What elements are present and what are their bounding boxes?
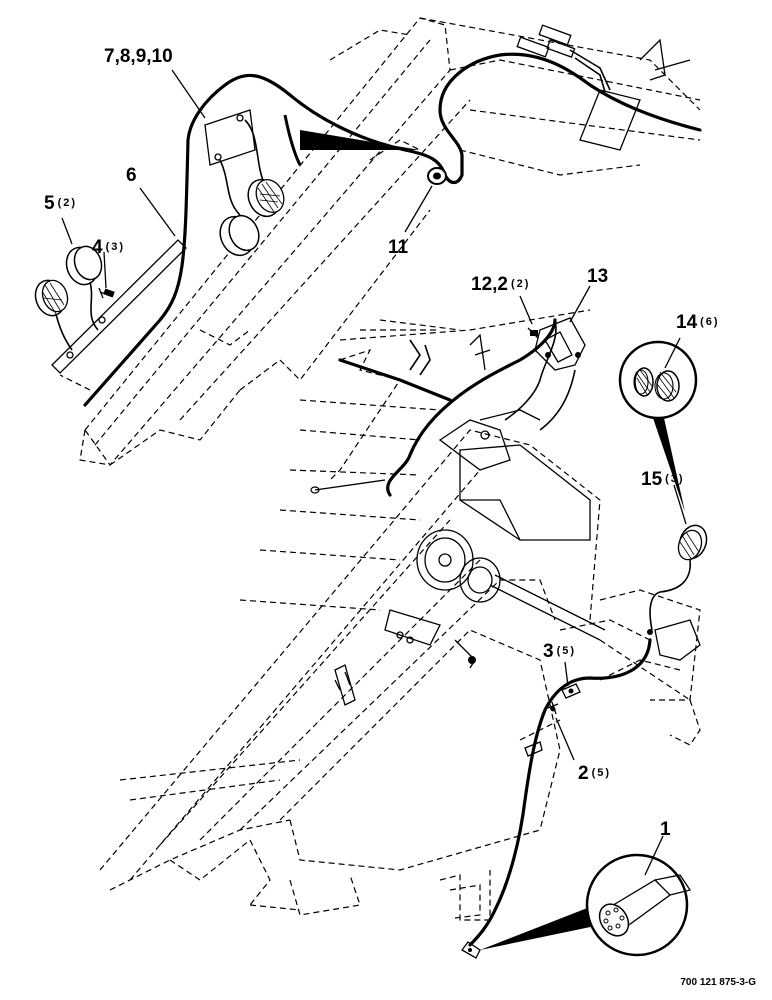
upper-frame-beam: [79, 17, 701, 466]
callout-11: 11: [388, 238, 408, 257]
callout-2: 2(5): [578, 764, 611, 783]
detail-wedge-upper: [283, 114, 420, 166]
lower-harness-wire: [386, 318, 557, 497]
chain-sprocket: [334, 664, 356, 706]
callout-quantity: (3): [105, 241, 126, 253]
drive-pulley: [416, 529, 606, 641]
callout-quantity: (5): [556, 645, 577, 657]
callout-quantity: (2): [510, 278, 531, 290]
harness-end-plug: [461, 941, 481, 959]
document-number: 700 121 875-3-G: [680, 977, 756, 988]
upper-connectors: [516, 24, 691, 151]
small-pin: [310, 479, 386, 494]
callout-number: 11: [388, 237, 409, 258]
callout-number: 6: [126, 165, 137, 186]
callout-quantity: (6): [700, 316, 720, 328]
light-bracket-wire: [504, 319, 576, 431]
callout-number: 3: [543, 641, 554, 662]
callout-quantity: (3): [665, 473, 685, 485]
hose-clamp-assembly: [384, 609, 476, 669]
lower-harness-wire-down: [468, 638, 652, 947]
callout-15: 15(3): [641, 470, 685, 489]
lamp-15: [677, 524, 708, 561]
callout-number: 4: [92, 237, 103, 258]
grommet: [427, 167, 447, 185]
callout-number: 5: [44, 193, 55, 214]
callout-number: 7,8,9,10: [104, 46, 173, 67]
callout-1: 1: [660, 820, 671, 839]
lower-connectors: [409, 333, 491, 376]
light-mounting-bar: [51, 239, 187, 374]
callout-number: 2: [578, 763, 589, 784]
callout-6: 6: [126, 166, 137, 185]
bolt-screw: [98, 287, 115, 299]
light-lamp-upper-left: [219, 214, 260, 257]
lamp-15-wire: [649, 559, 691, 631]
light-lens-upper-right: [247, 178, 285, 218]
light-lamp-lower: [65, 245, 103, 286]
upper-harness-wire: [83, 52, 702, 407]
light-bracket-13: [534, 317, 586, 371]
callout-4: 4(3): [92, 238, 125, 257]
detail-circle-1: [480, 853, 692, 957]
lower-harness-wire-top: [338, 358, 452, 402]
callout-3: 3(5): [543, 642, 576, 661]
callout-number: 15: [641, 469, 663, 490]
lower-frame: [99, 309, 701, 921]
light-lens-lower: [34, 279, 69, 317]
callout-quantity: (5): [591, 767, 612, 779]
wire-clip-lower: [524, 741, 543, 757]
gearbox-housing: [438, 409, 591, 541]
light-wire-lower: [55, 281, 99, 351]
callout-quantity: (2): [57, 197, 78, 209]
callout-number: 12,2: [471, 274, 508, 295]
leader-lines: [61, 69, 687, 876]
callout-number: 14: [676, 312, 698, 333]
callout-5: 5(2): [44, 194, 77, 213]
callout-14: 14(6): [676, 313, 720, 332]
detail-circle-14: [618, 340, 698, 512]
callout-13: 13: [587, 267, 608, 286]
callout-7-8-9-10: 7,8,9,10: [104, 47, 173, 66]
lamp-15-mount: [647, 619, 701, 661]
callout-number: 13: [587, 266, 609, 287]
wire-clip-3: [561, 683, 581, 699]
callout-12-2: 12,2(2): [471, 275, 530, 294]
screw-12: [527, 327, 539, 339]
callout-number: 1: [660, 819, 671, 840]
wire-clip-2: [547, 701, 559, 715]
